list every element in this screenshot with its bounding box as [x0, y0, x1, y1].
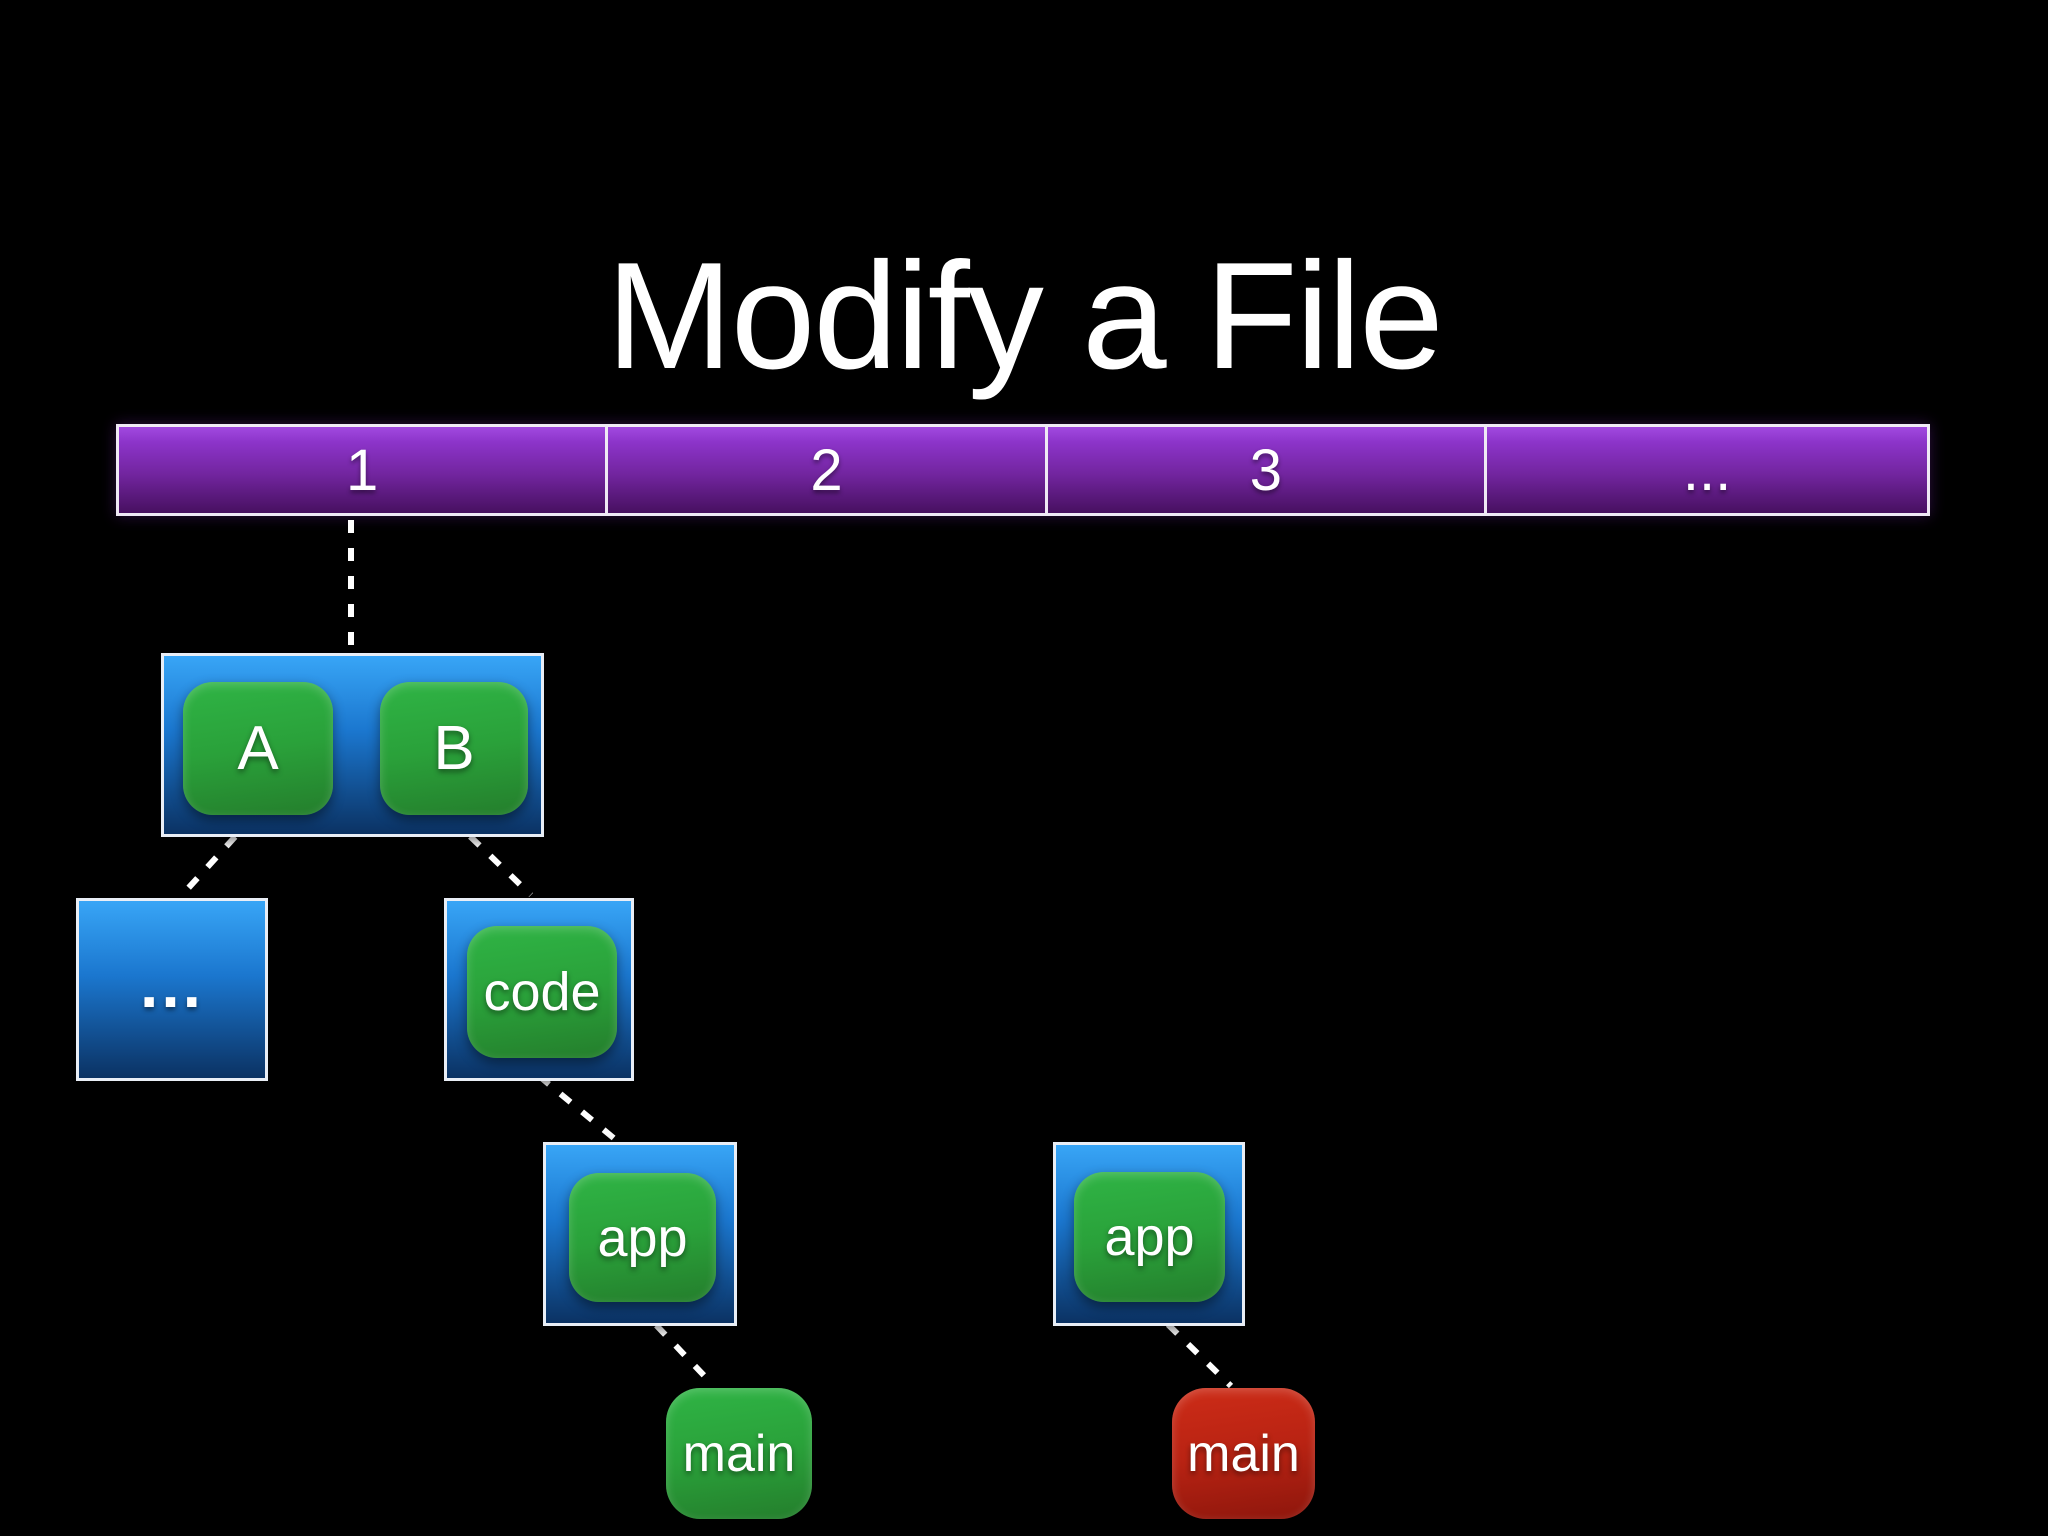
- code-folder: code: [444, 898, 634, 1081]
- file-code-label: code: [483, 962, 601, 1022]
- timeline-segment-ellipsis-label: ...: [1682, 437, 1732, 503]
- connector-code-to-app-folder-old: [537, 1073, 618, 1143]
- timeline-segment-2-label: 2: [810, 437, 843, 503]
- app-folder-new: app: [1053, 1142, 1245, 1326]
- ellipsis-folder: ...: [76, 898, 268, 1081]
- timeline-segment-1: 1: [119, 427, 605, 513]
- timeline-segment-3: 3: [1044, 427, 1484, 513]
- main-file-old-label: main: [682, 1424, 796, 1483]
- file-a: A: [183, 682, 333, 815]
- main-file-new: main: [1172, 1388, 1315, 1519]
- version-timeline: 1 2 3 ...: [116, 424, 1930, 516]
- file-app-new-label: app: [1104, 1207, 1195, 1267]
- timeline-segment-ellipsis: ...: [1484, 427, 1927, 513]
- file-app-old-label: app: [597, 1207, 688, 1268]
- app-folder-old: app: [543, 1142, 737, 1326]
- snapshot-folder: A B: [161, 653, 544, 837]
- timeline-segment-1-label: 1: [346, 437, 379, 503]
- ellipsis-folder-label: ...: [139, 946, 204, 1021]
- main-file-old: main: [666, 1388, 812, 1519]
- file-b: B: [380, 682, 528, 815]
- timeline-segment-2: 2: [605, 427, 1044, 513]
- file-app-new: app: [1074, 1172, 1225, 1302]
- file-app-old: app: [569, 1173, 716, 1302]
- file-b-label: B: [433, 714, 475, 783]
- main-file-new-label: main: [1187, 1424, 1300, 1483]
- file-code: code: [467, 926, 617, 1058]
- slide-title: Modify a File: [606, 230, 1444, 401]
- timeline-segment-3-label: 3: [1249, 437, 1282, 503]
- file-a-label: A: [237, 714, 279, 783]
